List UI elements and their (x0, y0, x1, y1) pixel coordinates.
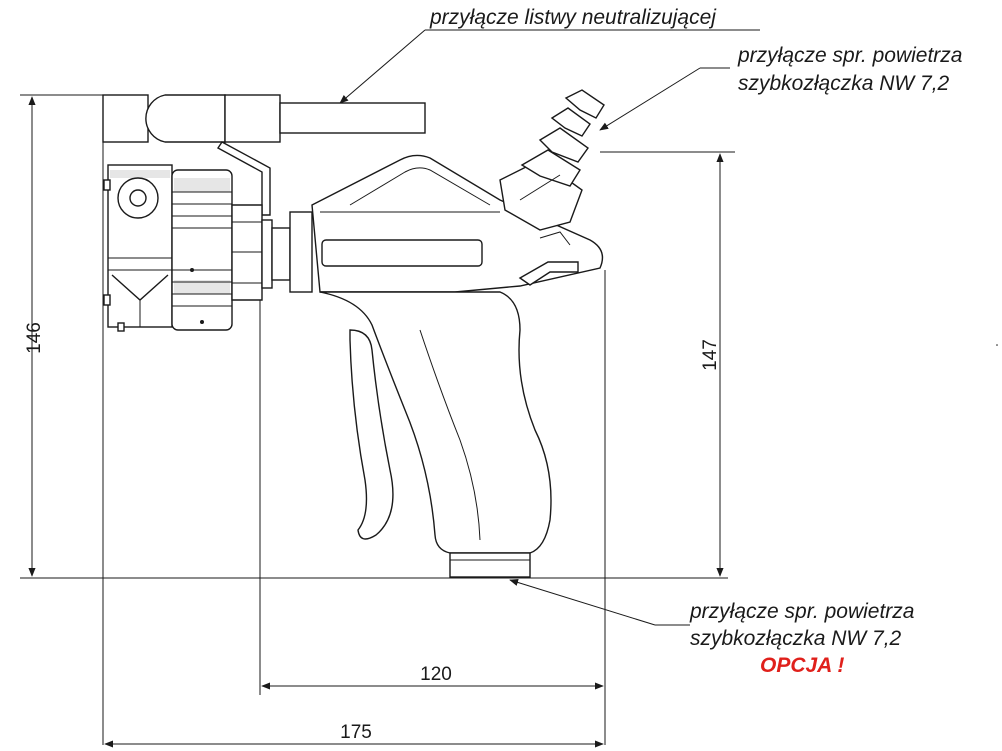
dimension-146-label: 146 (24, 322, 45, 354)
label-option-note: OPCJA ! (760, 654, 844, 677)
dimension-175: 175 (104, 722, 604, 748)
label-air-connector-line1: przyłącze spr. powietrza (737, 44, 962, 67)
dimension-146: 146 (24, 96, 45, 577)
leader-lines (339, 29, 760, 626)
label-bottom-connector-line1: przyłącze spr. powietrza (689, 600, 914, 623)
dimension-120-label: 120 (420, 664, 452, 685)
dimension-175-label: 175 (340, 722, 372, 743)
label-air-connector-line2: szybkozłączka NW 7,2 (738, 72, 950, 95)
neutralizing-bar-connector (102, 94, 426, 216)
dimension-147-label: 147 (700, 339, 721, 371)
quick-coupling-top (499, 89, 605, 231)
nozzle-head (103, 164, 173, 332)
gun-body (311, 154, 604, 578)
ribbed-cylinder (171, 169, 233, 331)
dimension-120: 120 (261, 664, 604, 690)
label-neutralizing-bar: przyłącze listwy neutralizującej (429, 6, 717, 29)
label-bottom-connector-line2: szybkozłączka NW 7,2 (690, 627, 902, 650)
dimension-147: 147 (700, 153, 724, 577)
hex-nut (231, 204, 313, 301)
